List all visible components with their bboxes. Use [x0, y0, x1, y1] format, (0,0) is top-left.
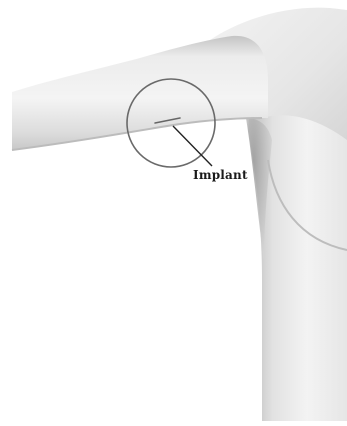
upper-arm-shape	[12, 36, 268, 150]
implant-label: Implant	[193, 168, 248, 182]
callout-leader-line	[173, 126, 212, 166]
